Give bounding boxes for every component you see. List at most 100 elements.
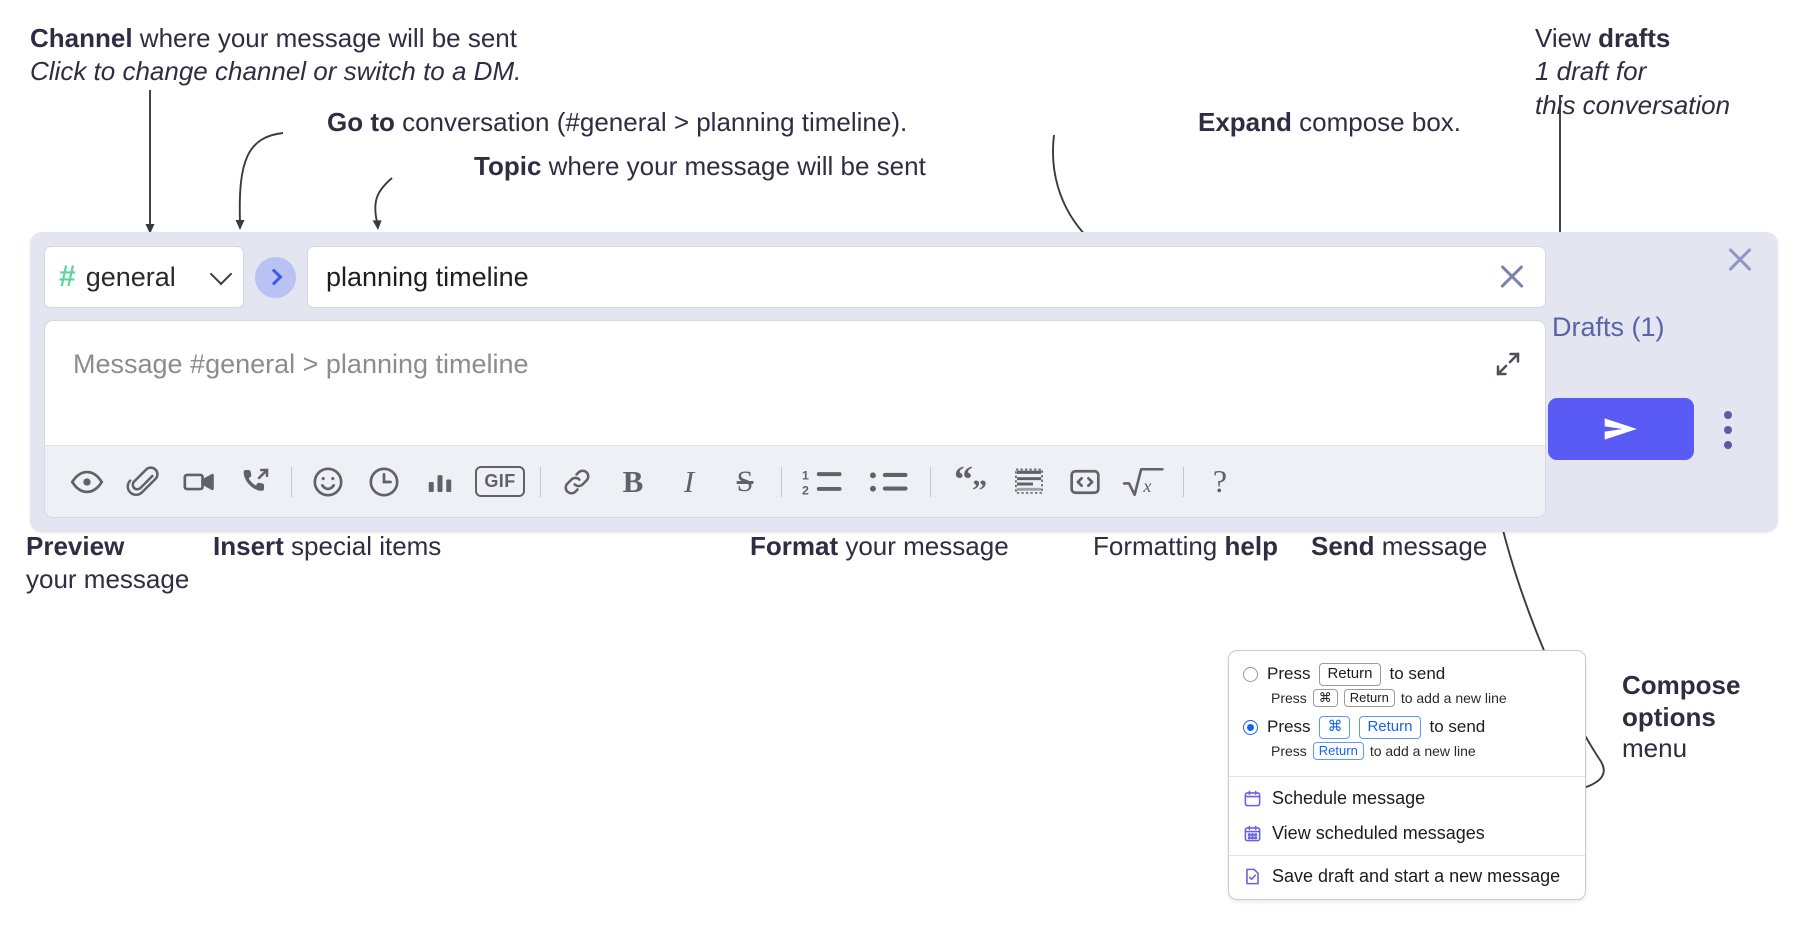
key-command: ⌘ — [1319, 716, 1351, 739]
separator-3 — [781, 466, 782, 497]
annotation-goto-bold: Go to — [327, 107, 395, 137]
option2-pre: Press — [1267, 717, 1311, 737]
menu-item-schedule-message[interactable]: Schedule message — [1229, 781, 1585, 816]
italic-icon[interactable]: I — [661, 456, 717, 508]
bulleted-list-icon[interactable] — [856, 456, 922, 508]
menu-item-label: View scheduled messages — [1272, 823, 1485, 843]
svg-text:x: x — [1142, 475, 1152, 495]
paperclip-icon[interactable] — [115, 456, 171, 508]
annotation-compose-options-bold-2: options — [1622, 701, 1716, 732]
code-block-icon[interactable] — [1001, 456, 1057, 508]
code-brackets-icon[interactable] — [1057, 456, 1113, 508]
quote-icon[interactable]: “” — [954, 459, 987, 507]
formatting-toolbar: GIF B I — [45, 445, 1545, 517]
drafts-link[interactable]: Drafts (1) — [1552, 312, 1665, 342]
compose-widget: # general planning timeline Message #gen… — [30, 232, 1778, 532]
send-paper-plane-icon — [1604, 418, 1637, 440]
annotation-drafts-italic-2: this conversation — [1535, 89, 1731, 120]
annotation-goto: Go to conversation (#general > planning … — [327, 106, 1027, 139]
option1-sub-post: to add a new line — [1400, 689, 1507, 706]
link-icon[interactable] — [549, 456, 605, 508]
topic-input[interactable]: planning timeline — [307, 246, 1546, 308]
smiley-icon[interactable] — [300, 456, 356, 508]
annotation-format: Format your message — [750, 530, 1170, 563]
send-button[interactable] — [1548, 398, 1694, 460]
key-command: ⌘ — [1312, 688, 1338, 707]
annotation-compose-options: Compose options menu — [1622, 670, 1812, 765]
channel-selector[interactable]: # general — [44, 246, 244, 308]
annotation-channel-italic: Click to change channel or switch to a D… — [30, 56, 522, 87]
annotation-topic-bold: Topic — [474, 151, 542, 181]
compose-top-row: # general planning timeline — [44, 246, 1546, 308]
annotation-format-rest: your message — [838, 531, 1009, 561]
ordered-list-icon[interactable]: 1 2 — [790, 456, 856, 508]
bold-icon[interactable]: B — [605, 456, 661, 508]
separator-5 — [1183, 466, 1184, 497]
gif-icon[interactable]: GIF — [468, 456, 532, 508]
option2-sub-pre: Press — [1271, 742, 1307, 759]
annotation-compose-options-bold-1: Compose — [1622, 670, 1741, 700]
calendar-icon — [1243, 789, 1262, 808]
option2-post: to send — [1429, 717, 1486, 737]
option2-sub-post: to add a new line — [1369, 742, 1476, 759]
menu-item-view-scheduled-messages[interactable]: View scheduled messages — [1229, 816, 1585, 851]
option-press-return-to-send[interactable]: Press Return to send — [1229, 661, 1585, 688]
menu-item-label: Schedule message — [1272, 788, 1426, 808]
annotation-drafts: View drafts 1 draft for this conversatio… — [1535, 22, 1814, 122]
chevron-down-icon — [209, 262, 233, 285]
annotation-send-rest: message — [1374, 531, 1488, 561]
annotation-expand: Expand compose box. — [1198, 106, 1598, 139]
clock-icon[interactable] — [356, 456, 412, 508]
annotation-topic: Topic where your message will be sent — [474, 150, 1174, 183]
square-root-icon[interactable]: x — [1113, 456, 1175, 508]
bar-chart-icon[interactable] — [412, 456, 468, 508]
key-return: Return — [1343, 688, 1395, 707]
annotation-topic-rest: where your message will be sent — [541, 151, 926, 181]
help-label: ? — [1212, 463, 1228, 499]
kebab-menu-icon[interactable] — [1714, 408, 1742, 452]
channel-name-label: general — [85, 261, 176, 292]
menu-item-label: Save draft and start a new message — [1272, 866, 1561, 886]
key-return: Return — [1312, 741, 1364, 760]
annotation-send: Send message — [1311, 530, 1611, 563]
key-return: Return — [1359, 716, 1421, 739]
phone-arrow-icon[interactable] — [227, 456, 283, 508]
italic-label: I — [683, 463, 695, 499]
option1-subtext: Press ⌘ Return to add a new line — [1229, 688, 1585, 714]
key-return: Return — [1319, 663, 1381, 686]
option1-pre: Press — [1267, 664, 1311, 684]
annotation-goto-rest: conversation (#general > planning timeli… — [394, 107, 908, 137]
annotation-preview-rest: your message — [26, 564, 190, 595]
menu-item-save-draft[interactable]: Save draft and start a new message — [1229, 856, 1585, 899]
hash-icon: # — [59, 260, 76, 293]
annotation-channel-rest: where your message will be sent — [132, 23, 517, 53]
expand-icon[interactable] — [1493, 349, 1523, 379]
annotation-preview: Preview your message — [26, 530, 246, 597]
strikethrough-icon[interactable]: S — [717, 456, 773, 508]
option1-sub-pre: Press — [1271, 689, 1307, 706]
radio-unselected[interactable] — [1243, 666, 1258, 682]
annotation-drafts-pre: View — [1535, 23, 1599, 53]
annotation-drafts-italic-1: 1 draft for — [1535, 56, 1647, 87]
separator-1 — [291, 466, 292, 497]
question-mark-icon[interactable]: ? — [1192, 456, 1248, 508]
annotation-send-bold: Send — [1311, 531, 1375, 561]
option1-post: to send — [1389, 664, 1446, 684]
compose-inner: # general planning timeline Message #gen… — [44, 246, 1546, 518]
gif-label: GIF — [475, 466, 525, 497]
annotation-insert-rest: special items — [283, 531, 442, 561]
option-press-cmd-return-to-send[interactable]: Press ⌘ Return to send — [1229, 714, 1585, 741]
annotation-compose-options-rest: menu — [1622, 733, 1688, 764]
annotation-channel: Channel where your message will be sent … — [30, 22, 590, 89]
annotation-insert: Insert special items — [213, 530, 633, 563]
eye-icon[interactable] — [59, 456, 115, 508]
video-camera-icon[interactable] — [171, 456, 227, 508]
radio-selected[interactable] — [1243, 719, 1258, 735]
calendar-grid-icon — [1243, 824, 1262, 843]
topic-value: planning timeline — [326, 261, 529, 292]
menu-divider — [1229, 855, 1585, 856]
message-input-box[interactable]: Message #general > planning timeline — [44, 320, 1546, 518]
close-icon[interactable] — [1495, 260, 1529, 294]
goto-conversation-button[interactable] — [255, 256, 296, 298]
close-icon[interactable] — [1724, 244, 1756, 276]
